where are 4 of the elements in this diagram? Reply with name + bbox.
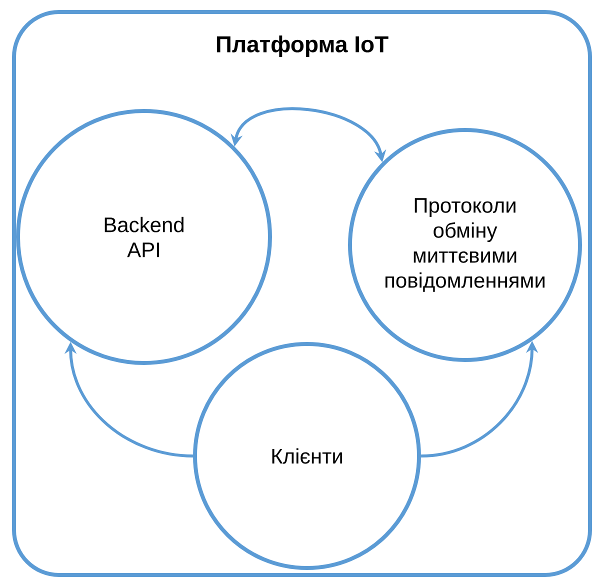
circle-node: Клієнти (193, 342, 421, 570)
circle-node: Backend API (16, 109, 272, 365)
circle-node: Протоколи обміну миттєвими повідомленнями (348, 128, 582, 362)
title: Платформа IoT (216, 36, 388, 57)
